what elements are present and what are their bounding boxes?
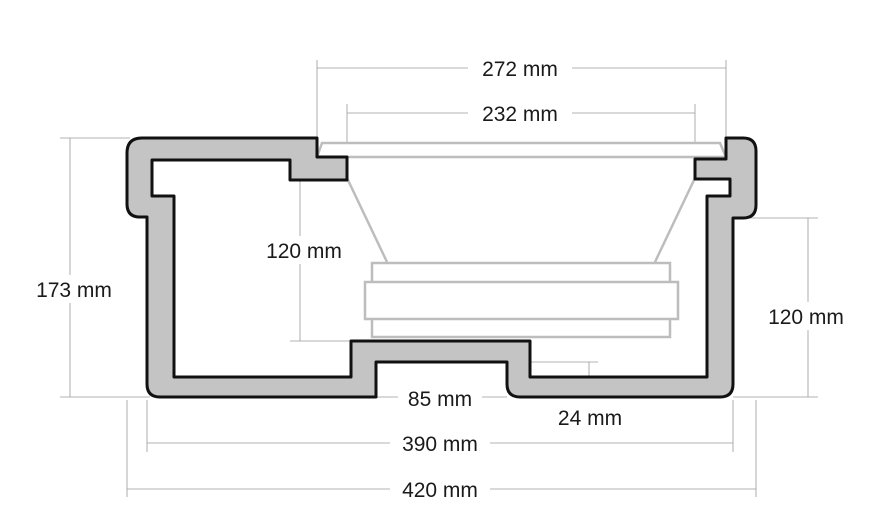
label-173mm: 173 mm (36, 279, 112, 302)
dimension-labels: 272 mm 232 mm 173 mm 120 mm 120 mm 85 mm… (26, 54, 854, 503)
enclosure-wall (125, 136, 758, 399)
dimension-lines (60, 60, 818, 497)
speaker-magnet-plate (363, 280, 680, 321)
label-390mm: 390 mm (402, 433, 478, 456)
label-24mm: 24 mm (558, 407, 622, 430)
label-272mm: 272 mm (482, 58, 558, 81)
label-120mm-left: 120 mm (266, 240, 342, 263)
speaker-frame (315, 141, 728, 159)
label-232mm: 232 mm (482, 103, 558, 126)
label-420mm: 420 mm (402, 479, 478, 502)
speaker-cone (345, 177, 697, 263)
label-85mm: 85 mm (408, 388, 472, 411)
label-120mm-right: 120 mm (768, 306, 844, 329)
speaker-driver (315, 141, 728, 339)
